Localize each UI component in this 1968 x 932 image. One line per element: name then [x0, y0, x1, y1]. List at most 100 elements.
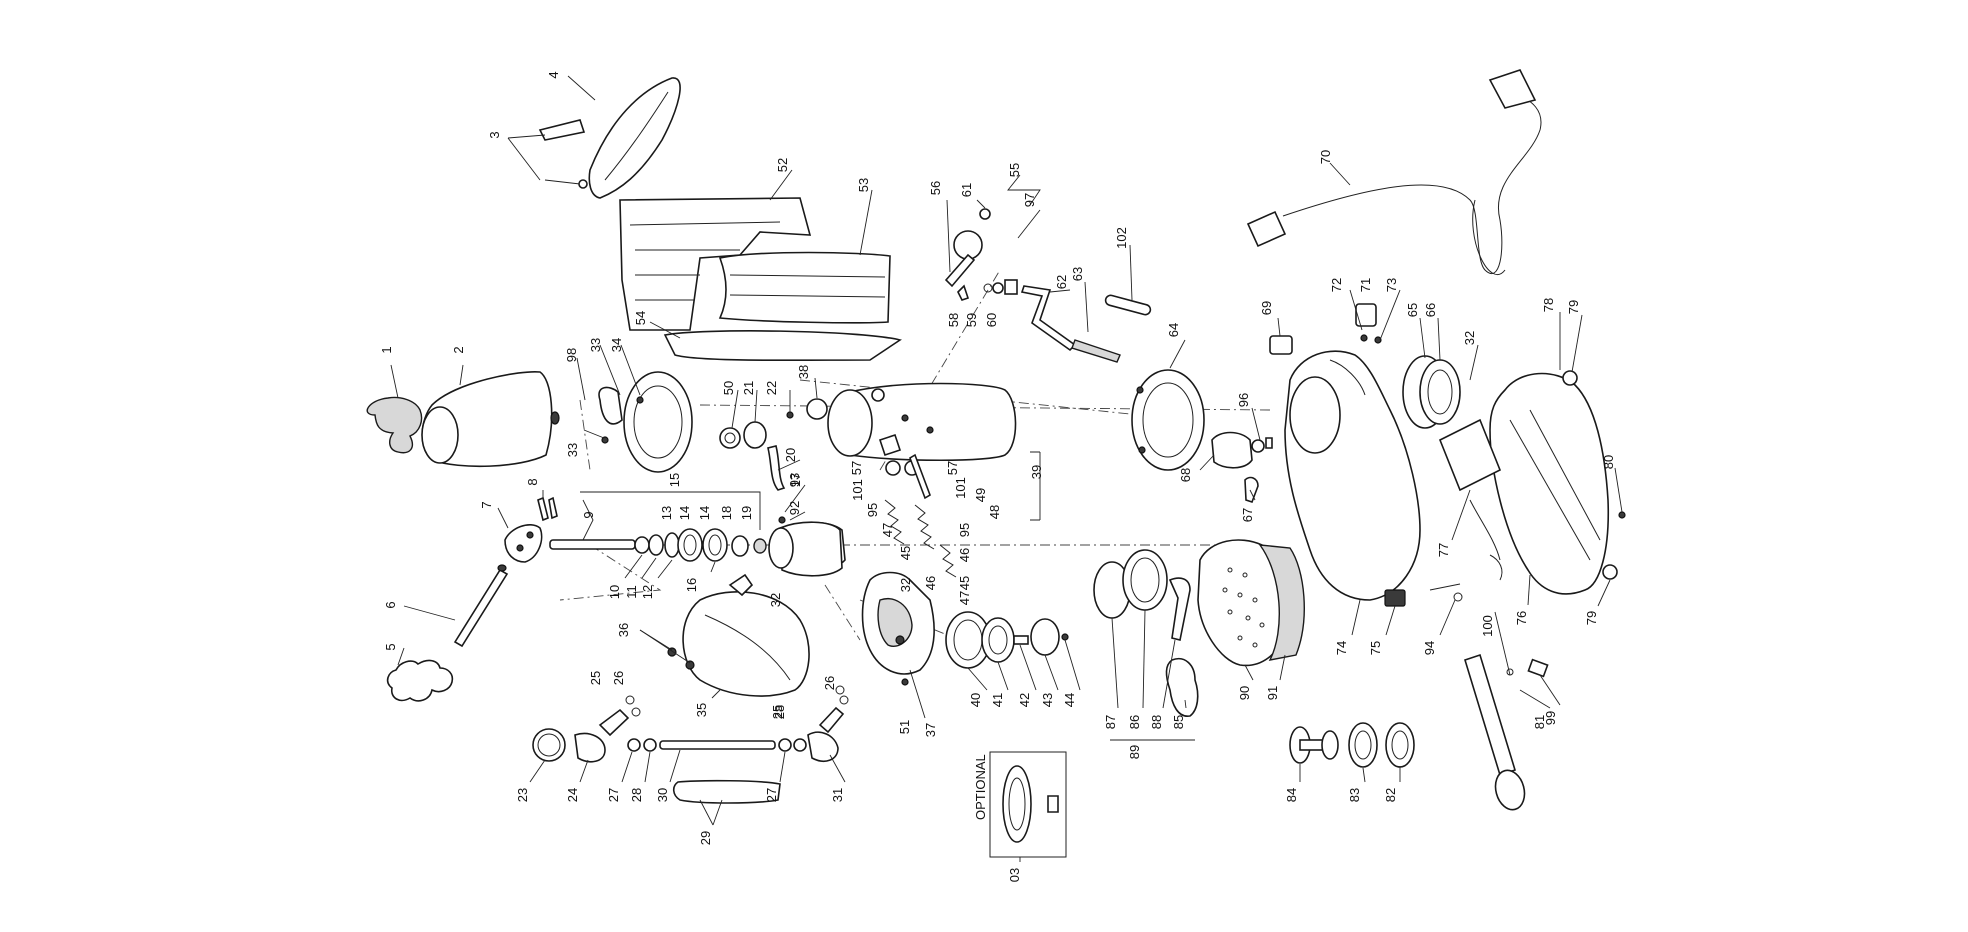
- piston-shaft-assembly: [549, 528, 767, 562]
- part-label-5: 5: [383, 643, 398, 650]
- part-label-53: 53: [856, 178, 871, 192]
- part-label-88: 88: [1149, 715, 1164, 729]
- part-label-27: 27: [764, 788, 779, 802]
- part-label-43: 43: [1040, 693, 1055, 707]
- part-label-44: 44: [1062, 693, 1077, 707]
- part-label-93: 93: [787, 473, 802, 487]
- part-label-67: 67: [1240, 508, 1255, 522]
- part-label-79: 79: [1566, 300, 1581, 314]
- part-label-99: 99: [1543, 711, 1558, 725]
- part-label-26: 26: [611, 671, 626, 685]
- part-label-68: 68: [1178, 468, 1193, 482]
- switches-69-71-72-73: [1269, 303, 1382, 355]
- part-label-3: 3: [487, 131, 502, 138]
- part-label-58: 58: [946, 313, 961, 327]
- part-label-92: 92: [787, 501, 802, 515]
- gasket-rings-40-44: [945, 611, 1069, 669]
- part-label-101: 101: [953, 477, 968, 499]
- part-label-14: 14: [677, 506, 692, 520]
- base-housing-part-74: [1284, 350, 1421, 601]
- group-head-plate-part-34: [598, 371, 693, 473]
- part-label-66: 66: [1423, 303, 1438, 317]
- shower-screen-90-91: [1197, 539, 1305, 667]
- optional-label: OPTIONAL: [973, 754, 988, 820]
- part-label-57: 57: [945, 461, 960, 475]
- rings-65-66: [1402, 355, 1461, 429]
- part-label-11: 11: [624, 585, 639, 599]
- part-label-86: 86: [1127, 715, 1142, 729]
- leader-lines: [390, 75, 1623, 862]
- part-label-03: 03: [1007, 868, 1022, 882]
- part-label-63: 63: [1070, 267, 1085, 281]
- steam-valve-parts-55-61: [944, 208, 1018, 301]
- part-label-39: 39: [1029, 465, 1044, 479]
- part-label-23: 23: [515, 788, 530, 802]
- housing-panels-52-53-54: [619, 197, 902, 362]
- part-label-20: 20: [783, 448, 798, 462]
- part-label-54: 54: [633, 311, 648, 325]
- part-label-64: 64: [1166, 323, 1181, 337]
- part-label-19: 19: [739, 506, 754, 520]
- part-label-32: 32: [898, 578, 913, 592]
- part-label-48: 48: [987, 505, 1002, 519]
- part-label-46: 46: [923, 576, 938, 590]
- part-label-31: 31: [830, 788, 845, 802]
- part-label-65: 65: [1405, 303, 1420, 317]
- frame-part-37: [861, 571, 935, 686]
- part-label-16: 16: [684, 578, 699, 592]
- part-label-81: 81: [1532, 715, 1547, 729]
- coffee-scoop-part-81: [1464, 653, 1549, 811]
- cylinder-part-17: [768, 521, 843, 577]
- gauge-and-tube-parts-23-31: [532, 685, 849, 804]
- part-label-34: 34: [609, 338, 624, 352]
- part-label-21: 21: [741, 381, 756, 395]
- part-label-56: 56: [928, 181, 943, 195]
- part-label-10: 10: [607, 585, 622, 599]
- part-label-18: 18: [719, 506, 734, 520]
- part-label-22: 22: [764, 381, 779, 395]
- part-label-102: 102: [1114, 227, 1129, 249]
- base-plate-part-76: [1489, 370, 1626, 595]
- part-label-32: 32: [1462, 331, 1477, 345]
- part-label-51: 51: [897, 720, 912, 734]
- part-label-41: 41: [990, 693, 1005, 707]
- part-label-94: 94: [1422, 641, 1437, 655]
- part-label-59: 59: [964, 313, 979, 327]
- portafilter-85-88: [1093, 549, 1199, 717]
- part-label-82: 82: [1383, 788, 1398, 802]
- part-label-46: 46: [957, 548, 972, 562]
- part-label-69: 69: [1259, 301, 1274, 315]
- part-label-30: 30: [655, 788, 670, 802]
- part-label-4: 4: [546, 71, 561, 78]
- part-label-87: 87: [1103, 715, 1118, 729]
- optional-part-box: OPTIONAL: [973, 751, 1067, 858]
- part-label-55: 55: [1007, 163, 1022, 177]
- part-label-61: 61: [959, 183, 974, 197]
- part-label-35: 35: [694, 703, 709, 717]
- part-label-52: 52: [775, 158, 790, 172]
- part-label-38: 38: [796, 365, 811, 379]
- part-label-29: 29: [698, 831, 713, 845]
- part-label-85: 85: [1171, 715, 1186, 729]
- part-label-96: 96: [1236, 393, 1251, 407]
- part-label-60: 60: [984, 313, 999, 327]
- part-label-83: 83: [1347, 788, 1362, 802]
- part-label-74: 74: [1334, 641, 1349, 655]
- part-label-95: 95: [865, 503, 880, 517]
- part-label-37: 37: [923, 723, 938, 737]
- part-label-2: 2: [451, 346, 466, 353]
- part-label-89: 89: [1127, 745, 1142, 759]
- part-label-25: 25: [588, 671, 603, 685]
- part-label-7: 7: [479, 501, 494, 508]
- part-label-78: 78: [1541, 298, 1556, 312]
- part-label-24: 24: [565, 788, 580, 802]
- filter-baskets-82-84: [1289, 722, 1415, 768]
- steam-wand-62-63-102: [1020, 285, 1152, 363]
- cup-shield-part-4: [538, 77, 681, 199]
- part-label-70: 70: [1318, 150, 1333, 164]
- part-label-50: 50: [721, 381, 736, 395]
- knob-part-1: [366, 396, 423, 454]
- part-label-28: 28: [629, 788, 644, 802]
